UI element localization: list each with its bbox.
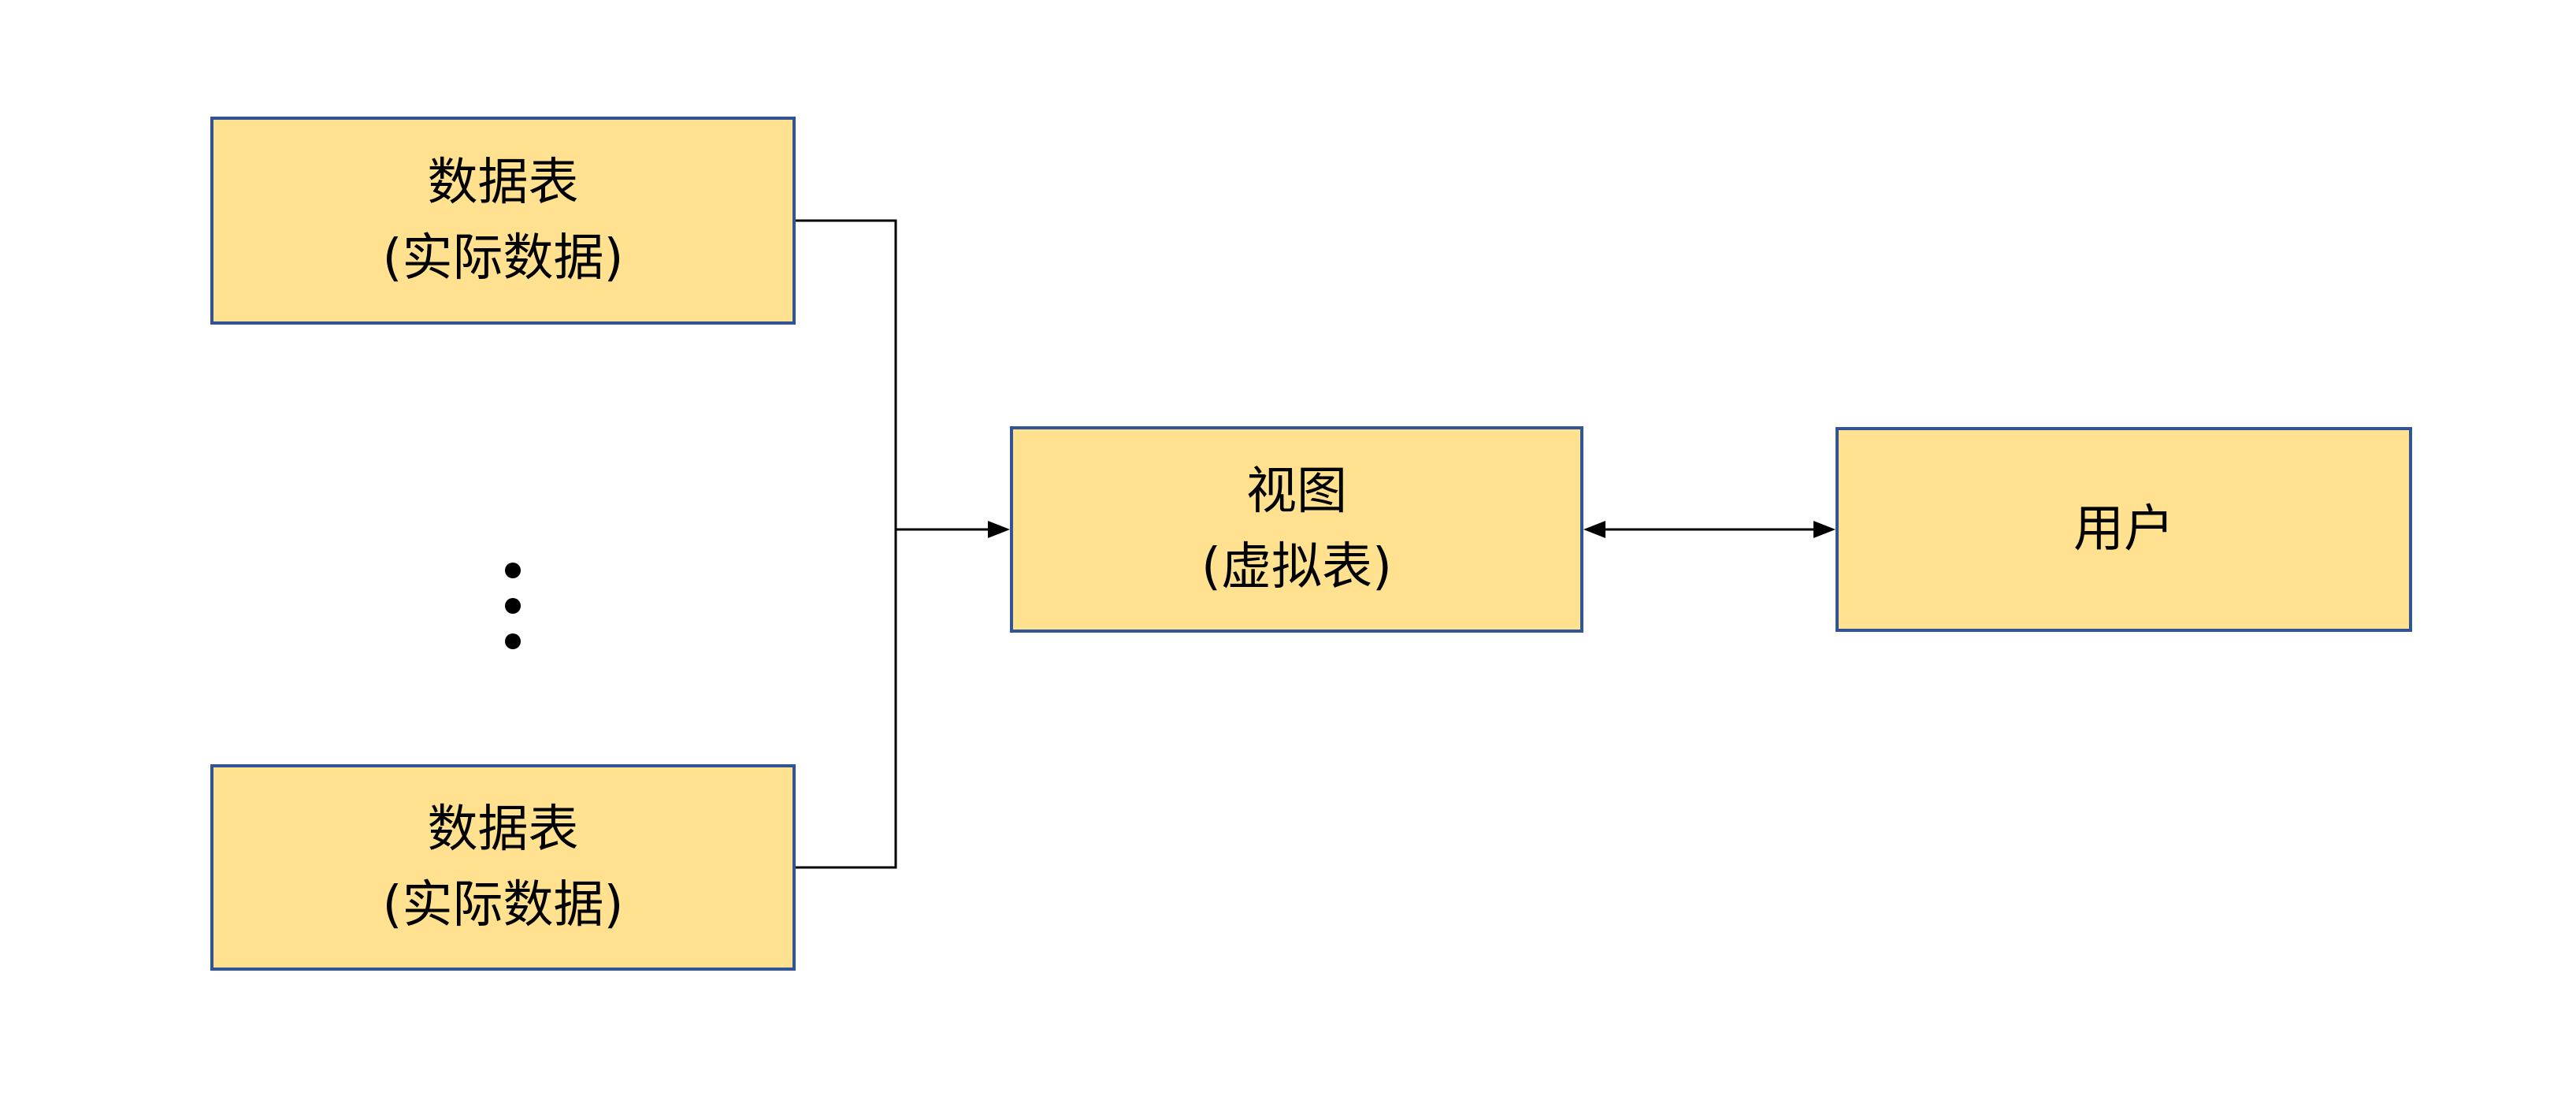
node-data-table-bottom-label-line1: 数据表 <box>427 800 579 859</box>
node-data-table-top: 数据表 (实际数据) <box>210 117 796 325</box>
node-data-table-bottom-label-line2: (实际数据) <box>382 876 624 934</box>
node-data-table-top-label-line2: (实际数据) <box>382 229 624 288</box>
node-view: 视图 (虚拟表) <box>1010 426 1583 633</box>
node-data-table-bottom: 数据表 (实际数据) <box>210 764 796 971</box>
node-user: 用户 <box>1835 427 2412 632</box>
node-data-table-top-label-line1: 数据表 <box>427 154 579 212</box>
tables-merge-connector <box>796 219 897 869</box>
arrowhead-into-view-right-icon <box>1583 521 1605 538</box>
arrowhead-into-view-icon <box>988 521 1010 538</box>
vertical-ellipsis-icon <box>505 563 521 649</box>
node-view-label-line1: 视图 <box>1246 462 1347 521</box>
node-view-label-line2: (虚拟表) <box>1201 538 1392 596</box>
node-user-label: 用户 <box>2073 500 2174 559</box>
arrowhead-into-user-icon <box>1813 521 1835 538</box>
